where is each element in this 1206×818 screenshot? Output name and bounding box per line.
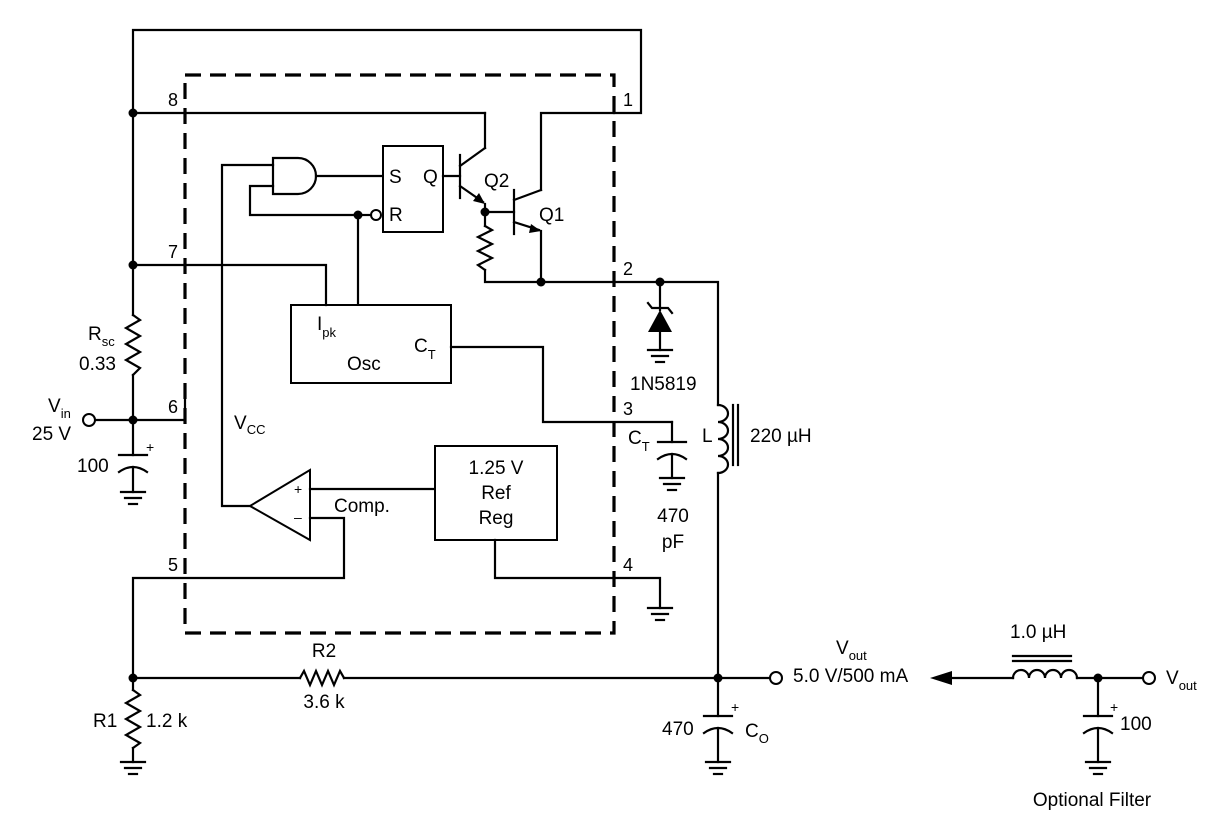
inductor-value: 220 µH [750, 426, 812, 447]
q2-label: Q2 [484, 171, 509, 192]
junction-dot [536, 277, 546, 287]
cin-plus-label: + [146, 439, 154, 455]
pin-2-label: 2 [623, 259, 633, 279]
r1-value: 1.2 k [146, 711, 188, 732]
ground-icon [1084, 760, 1112, 776]
ct-pin-label: CT [414, 336, 436, 362]
comp-label: Comp. [334, 496, 390, 517]
filter-cap-value: 100 [1120, 714, 1152, 735]
co-value: 470 [662, 719, 694, 740]
ct-label: CT [628, 428, 650, 454]
cin-value: 100 [77, 456, 109, 477]
osc-label: Osc [347, 354, 381, 375]
ground-icon [646, 606, 674, 622]
co-label: CO [745, 721, 769, 746]
vout-filtered-terminal [1142, 671, 1156, 685]
ref-line-1: 1.25 V [469, 458, 524, 479]
inductor-name: L [702, 426, 713, 447]
filter-inductor [1011, 668, 1079, 680]
rsc-label: Rsc [88, 324, 115, 349]
pin-6-label: 6 [168, 397, 178, 417]
comparator-plus-label: + [294, 481, 302, 497]
r2-resistor [298, 668, 346, 688]
r2-value: 3.6 k [303, 692, 345, 713]
q1-transistor [512, 111, 616, 284]
vin-value: 25 V [32, 424, 71, 445]
q1-label: Q1 [539, 205, 564, 226]
junction-dot [128, 108, 138, 118]
oscillator-block [290, 304, 452, 384]
rsc-resistor [123, 313, 143, 377]
co-plus-label: + [731, 699, 739, 715]
pin-5-label: 5 [168, 555, 178, 575]
r1-label: R1 [93, 711, 117, 732]
filter-capacitor [1082, 676, 1114, 764]
latch-s-label: S [389, 167, 402, 188]
ground-icon [646, 348, 674, 364]
comparator [248, 468, 311, 542]
filter-cap-plus-label: + [1110, 699, 1118, 715]
ref-line-2: Ref [481, 483, 511, 504]
ground-icon [658, 476, 686, 492]
ground-icon [704, 760, 732, 776]
ct-value-2: pF [662, 532, 684, 553]
ground-icon [119, 490, 147, 506]
vin-terminal [82, 413, 96, 427]
ground-icon [119, 760, 147, 776]
vout-terminal [769, 671, 783, 685]
filter-inductor-value: 1.0 µH [1010, 622, 1066, 643]
ref-line-3: Reg [479, 508, 514, 529]
input-capacitor [117, 453, 149, 494]
reset-inversion-bubble [370, 209, 382, 221]
latch-r-label: R [389, 205, 403, 226]
arrow-left-icon [930, 671, 952, 685]
q2-transistor [458, 111, 487, 214]
timing-capacitor [656, 420, 688, 480]
vout-label: Vout [836, 638, 867, 663]
pin-4-label: 4 [623, 555, 633, 575]
ipk-label: Ipk [317, 314, 337, 340]
vcc-label: VCC [234, 413, 265, 437]
input-rail-wires [93, 28, 643, 457]
junction-dot [128, 260, 138, 270]
ic-boundary [183, 73, 616, 635]
vout-filtered-label: Vout [1166, 668, 1197, 693]
pin-1-label: 1 [623, 90, 633, 110]
rsc-value: 0.33 [79, 354, 116, 375]
output-capacitor [702, 676, 734, 764]
pin-3-label: 3 [623, 399, 633, 419]
comparator-minus-label: – [294, 509, 302, 525]
ct-value-1: 470 [657, 506, 689, 527]
vout-spec: 5.0 V/500 mA [793, 666, 908, 687]
vin-label: Vin [48, 396, 71, 421]
and-gate [271, 156, 318, 196]
latch-q-label: Q [423, 167, 438, 188]
emitter-resistor [475, 224, 495, 272]
inductor [716, 403, 730, 475]
sr-latch [382, 145, 444, 233]
r1-resistor [123, 688, 143, 750]
junction-dot [128, 415, 138, 425]
pin-8-label: 8 [168, 90, 178, 110]
optional-filter-label: Optional Filter [1033, 790, 1152, 811]
pin-7-label: 7 [168, 242, 178, 262]
schottky-diode [646, 280, 674, 352]
diode-label: 1N5819 [630, 374, 697, 395]
r2-label: R2 [312, 641, 336, 662]
reference-regulator [434, 445, 558, 541]
